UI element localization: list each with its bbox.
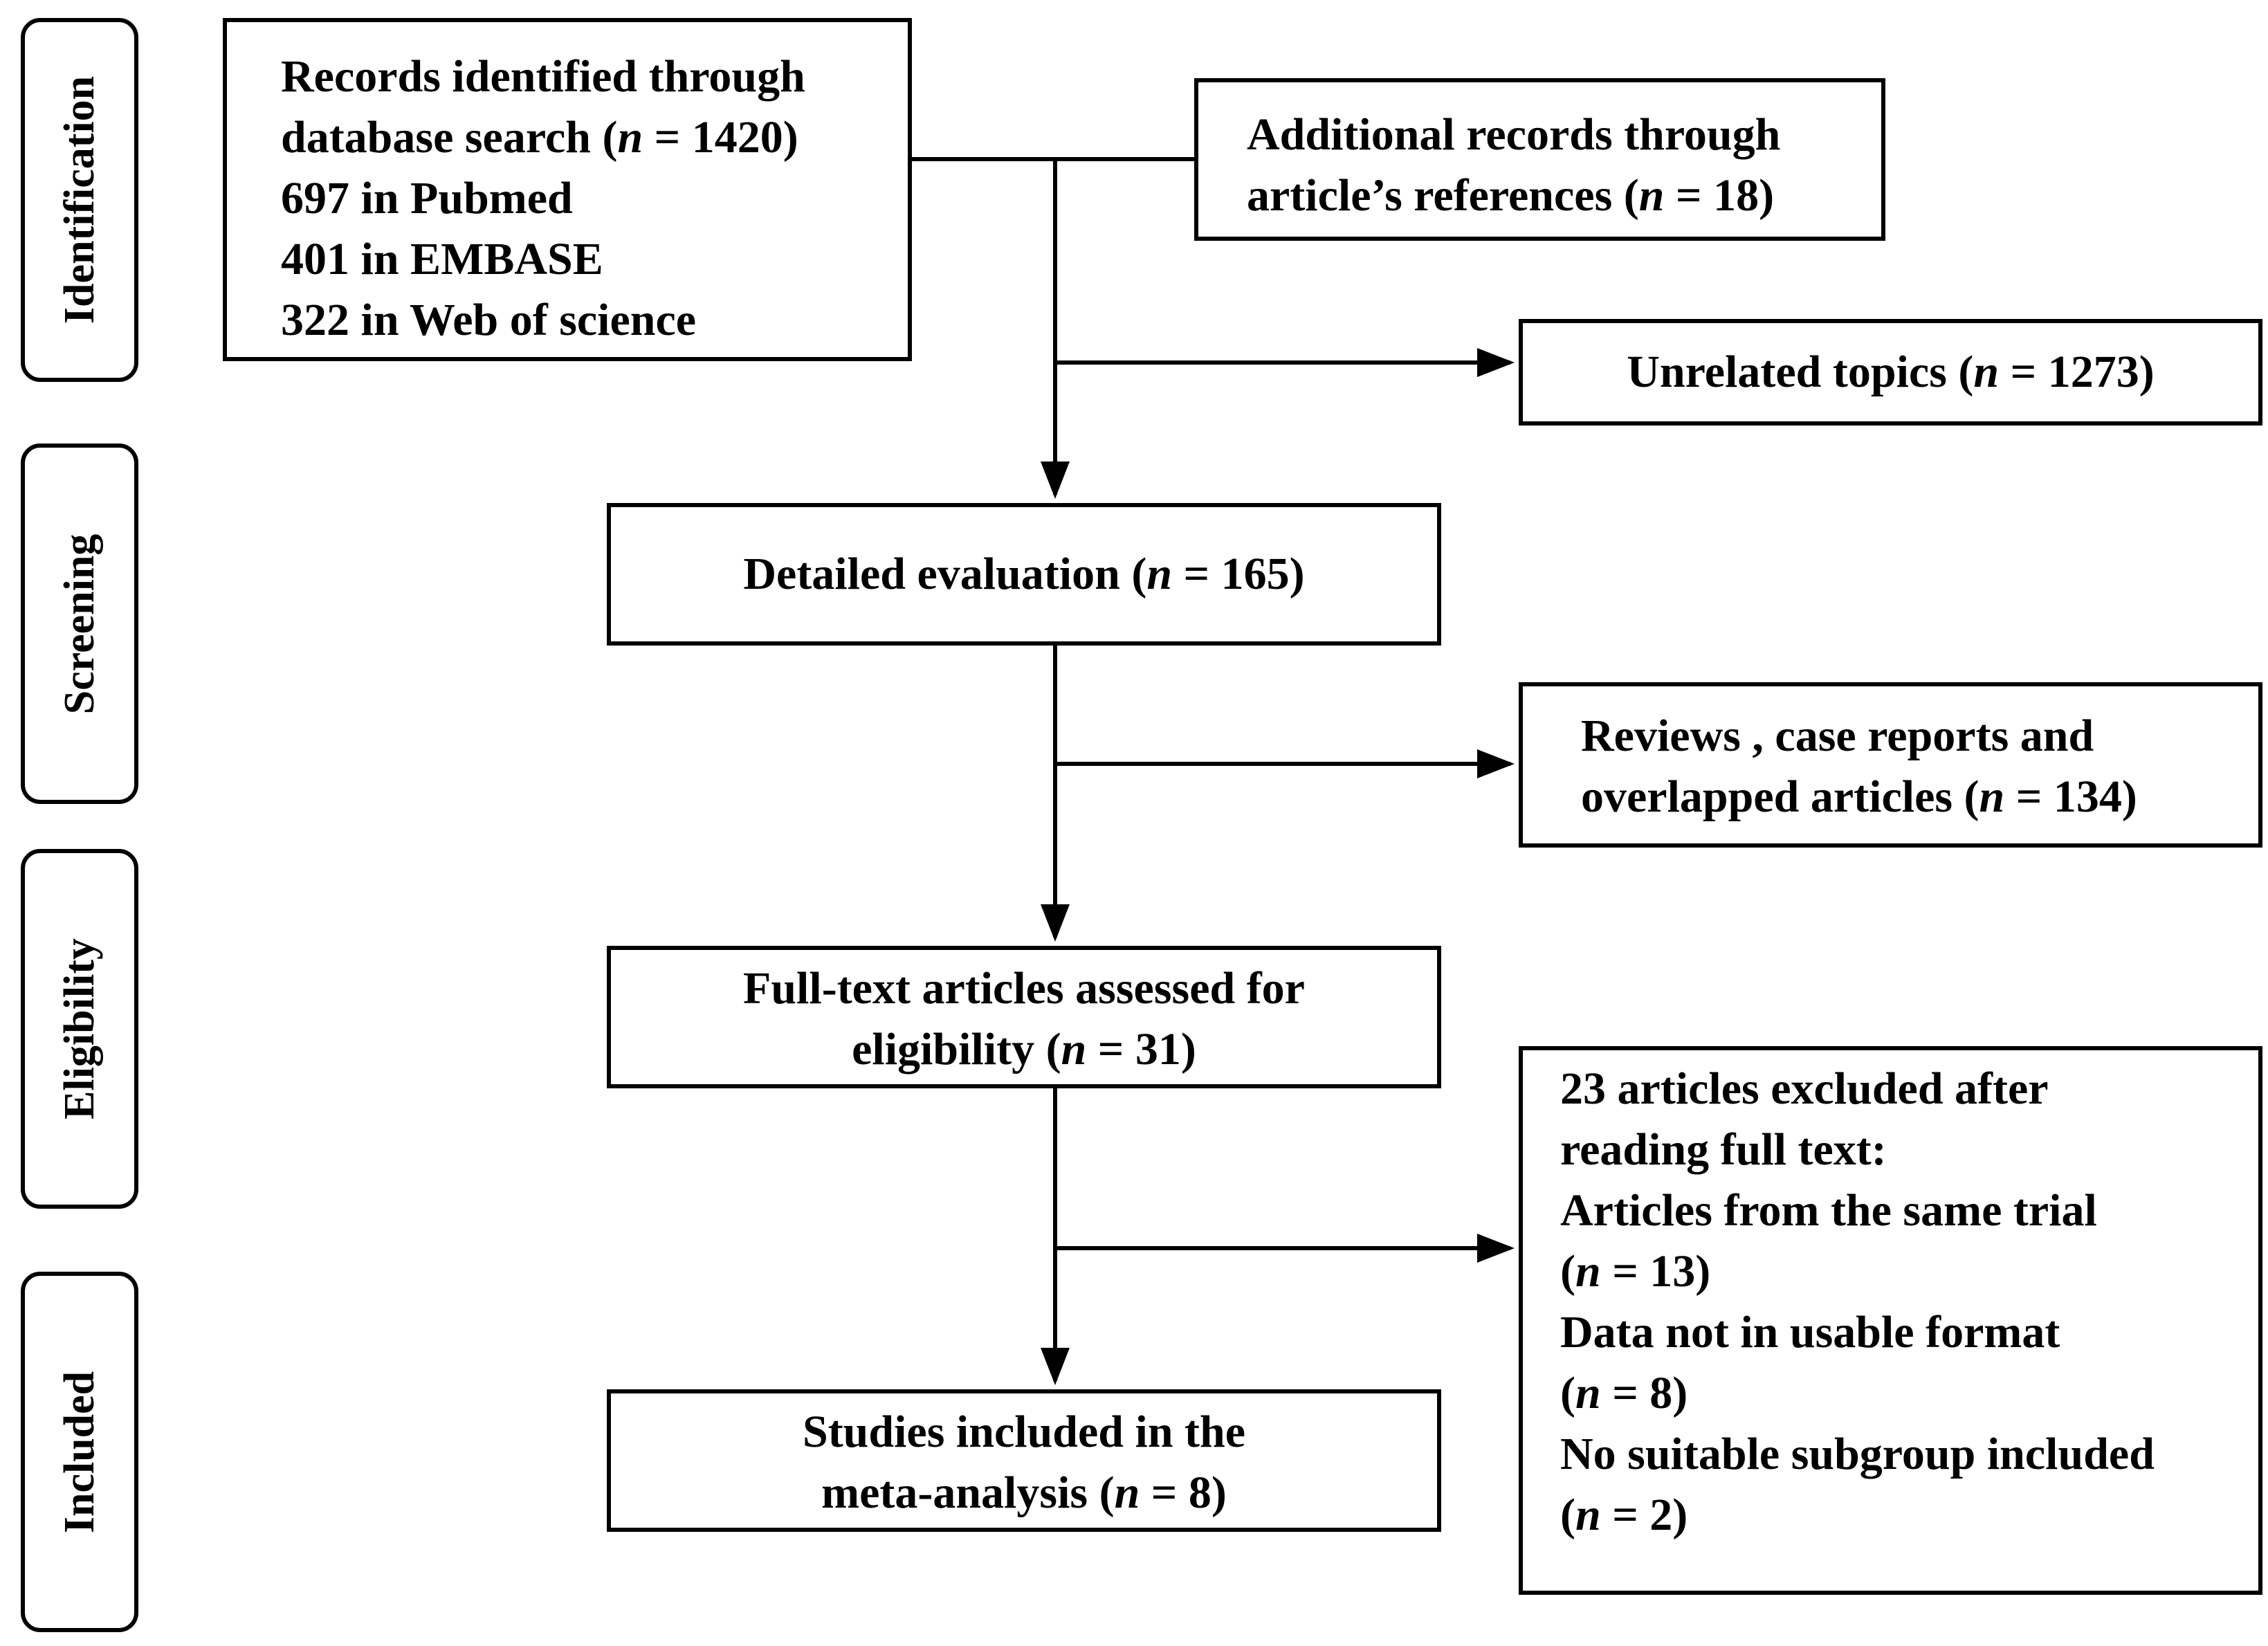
studies-line-2-pre: meta-analysis ( (821, 1467, 1115, 1518)
records-line-3: 697 in Pubmed (281, 173, 573, 223)
full-text-box: Full-text articles assessed for eligibil… (607, 946, 1441, 1088)
excluded-line-4: (n = 13) (1560, 1241, 2155, 1302)
studies-line-2: meta-analysis (n = 8) (611, 1463, 1437, 1524)
detailed-post: = 165) (1172, 549, 1305, 599)
studies-line-2-n: n (1114, 1467, 1140, 1518)
unrelated-topics-text: Unrelated topics (n = 1273) (1523, 342, 2258, 403)
excluded-line-8-post: = 2) (1600, 1490, 1688, 1540)
studies-line-2-post: = 8) (1140, 1467, 1227, 1518)
excluded-line-6-n: n (1575, 1368, 1601, 1418)
excluded-line-4-post: = 13) (1600, 1246, 1711, 1297)
records-line-4: 401 in EMBASE (281, 234, 603, 284)
additional-line-2-post: = 18) (1664, 170, 1775, 221)
additional-line-2-n: n (1638, 170, 1665, 221)
stage-screening: Screening (21, 443, 138, 804)
records-line-2-post: = 1420) (643, 112, 798, 163)
detailed-pre: Detailed evaluation ( (743, 549, 1147, 599)
excluded-line-8-pre: ( (1560, 1490, 1575, 1540)
reviews-line-2-pre: overlapped articles ( (1581, 771, 1979, 822)
excluded-full-text-text: 23 articles excluded after reading full … (1560, 1059, 2155, 1546)
full-text-text: Full-text articles assessed for eligibil… (611, 958, 1437, 1080)
excluded-line-1: 23 articles excluded after (1560, 1063, 2049, 1114)
additional-records-text: Additional records through article’s ref… (1247, 104, 1780, 226)
additional-records-box: Additional records through article’s ref… (1194, 78, 1885, 241)
studies-line-1: Studies included in the (802, 1407, 1246, 1457)
records-line-2: database search (n = 1420) (281, 107, 805, 168)
excluded-line-6-post: = 8) (1600, 1368, 1688, 1418)
reviews-excluded-box: Reviews , case reports and overlapped ar… (1519, 682, 2262, 848)
stage-identification: Identification (21, 18, 138, 382)
excluded-line-2: reading full text: (1560, 1124, 1887, 1175)
records-line-1: Records identified through (281, 51, 805, 102)
records-line-2-pre: database search ( (281, 112, 618, 163)
excluded-line-3: Articles from the same trial (1560, 1185, 2097, 1236)
records-line-5: 322 in Web of science (281, 295, 697, 345)
unrelated-post: = 1273) (1999, 347, 2155, 397)
excluded-line-7: No suitable subgroup included (1560, 1429, 2155, 1479)
stage-eligibility: Eligibility (21, 849, 138, 1209)
reviews-excluded-text: Reviews , case reports and overlapped ar… (1581, 706, 2137, 827)
full-text-line-2-pre: eligibility ( (852, 1024, 1061, 1075)
excluded-line-8: (n = 2) (1560, 1485, 2155, 1546)
excluded-line-6: (n = 8) (1560, 1363, 2155, 1424)
unrelated-pre: Unrelated topics ( (1627, 347, 1974, 397)
excluded-line-5: Data not in usable format (1560, 1307, 2060, 1357)
records-line-2-n: n (617, 112, 643, 163)
additional-line-1: Additional records through (1247, 109, 1781, 160)
stage-included: Included (21, 1272, 138, 1632)
reviews-line-2: overlapped articles (n = 134) (1581, 767, 2137, 827)
additional-line-2: article’s references (n = 18) (1247, 165, 1780, 226)
detailed-evaluation-box: Detailed evaluation (n = 165) (607, 503, 1441, 646)
additional-line-2-pre: article’s references ( (1247, 170, 1639, 221)
reviews-line-2-post: = 134) (2004, 771, 2137, 822)
full-text-line-2-n: n (1061, 1024, 1087, 1075)
detailed-n: n (1146, 549, 1173, 599)
unrelated-n: n (1973, 347, 2000, 397)
reviews-line-2-n: n (1979, 771, 2005, 822)
excluded-line-8-n: n (1575, 1490, 1601, 1540)
records-identified-box: Records identified through database sear… (223, 18, 912, 361)
records-identified-text: Records identified through database sear… (281, 46, 805, 351)
full-text-line-1: Full-text articles assessed for (743, 963, 1305, 1014)
excluded-full-text-box: 23 articles excluded after reading full … (1519, 1046, 2262, 1595)
reviews-line-1: Reviews , case reports and (1581, 711, 2094, 761)
studies-included-box: Studies included in the meta-analysis (n… (607, 1389, 1441, 1532)
excluded-line-6-pre: ( (1560, 1368, 1575, 1418)
detailed-evaluation-text: Detailed evaluation (n = 165) (611, 544, 1437, 605)
unrelated-topics-box: Unrelated topics (n = 1273) (1519, 319, 2262, 426)
full-text-line-2-post: = 31) (1086, 1024, 1196, 1075)
studies-included-text: Studies included in the meta-analysis (n… (611, 1402, 1437, 1524)
excluded-line-4-pre: ( (1560, 1246, 1575, 1297)
full-text-line-2: eligibility (n = 31) (611, 1019, 1437, 1080)
excluded-line-4-n: n (1575, 1246, 1601, 1297)
